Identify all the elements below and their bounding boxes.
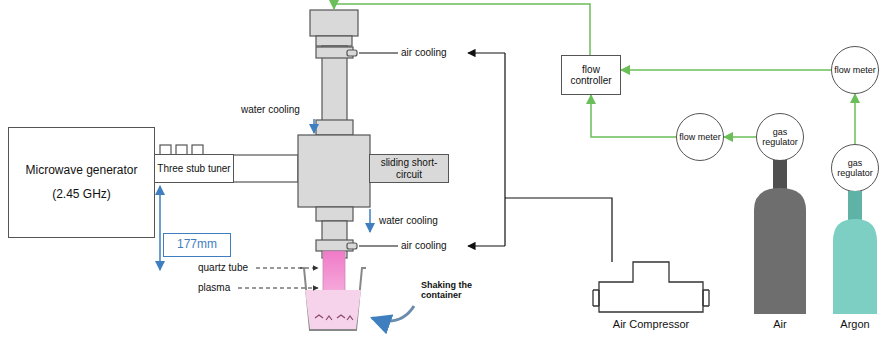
waveguide — [233, 155, 298, 182]
gas-line — [621, 69, 831, 71]
cooling-label: water cooling — [240, 104, 301, 116]
gas-cylinder-shape — [831, 191, 879, 334]
node-text: (2.45 GHz) — [52, 188, 111, 202]
node-text: flow meter — [679, 132, 721, 142]
node-text: Air Compressor — [613, 318, 689, 331]
node-text: flow controller — [564, 64, 618, 87]
sample-particles — [315, 315, 353, 320]
gas-cylinder-shape — [752, 160, 808, 334]
applicator-column — [298, 10, 370, 258]
flow-meter-circle: flow meter — [831, 46, 879, 94]
node-text: Three stub tuner — [157, 163, 230, 175]
generator-box: Microwave generator (2.45 GHz) — [8, 127, 155, 238]
cylinder-neck — [773, 160, 787, 190]
container-liquid — [305, 290, 361, 329]
air-cylinder: Air — [752, 160, 808, 334]
tuner-box: Three stub tuner — [154, 154, 234, 183]
air-compressor: Air Compressor — [585, 250, 717, 334]
compressor-body — [599, 262, 703, 312]
compressor-ends — [593, 290, 709, 306]
flow-meter-circle: flow meter — [676, 113, 724, 161]
pointer-line — [256, 268, 318, 269]
gas-regulator-circle: gas regulator — [831, 144, 879, 192]
cooling-label: air cooling — [400, 240, 448, 252]
gas-line — [591, 95, 676, 137]
part-label: plasma — [197, 282, 231, 294]
part-label: quartz tube — [197, 262, 249, 274]
gas-feed-line — [334, 4, 590, 55]
flow-controller-box: flow controller — [561, 55, 621, 95]
dimension-arrow — [159, 186, 161, 270]
cooling-label: water cooling — [378, 215, 439, 227]
dimension-label: 177mm — [163, 233, 231, 257]
gas-line — [854, 94, 856, 144]
gas-regulator-circle: gas regulator — [756, 113, 804, 161]
node-text: gas regulator — [759, 127, 801, 148]
pointer-line — [238, 288, 318, 289]
cooling-label: air cooling — [400, 47, 448, 59]
water-cooling-arrow — [313, 119, 315, 133]
node-text: Air — [773, 318, 786, 331]
node-text: Microwave generator — [25, 164, 137, 178]
shaking-arrow — [372, 306, 414, 321]
node-text: Argon — [840, 318, 869, 331]
cylinder-body — [833, 219, 877, 314]
cylinder-neck — [848, 191, 862, 221]
short-circuit-box: sliding short-circuit — [369, 154, 449, 183]
node-text: gas regulator — [834, 158, 876, 179]
node-text: flow meter — [834, 65, 876, 75]
water-cooling-arrow — [369, 209, 371, 232]
container — [300, 268, 366, 330]
node-text: sliding short-circuit — [372, 157, 446, 180]
gas-line — [724, 136, 756, 138]
cylinder-body — [754, 188, 806, 314]
note-label: Shaking the container — [420, 280, 492, 301]
argon-cylinder: Argon — [831, 191, 879, 334]
